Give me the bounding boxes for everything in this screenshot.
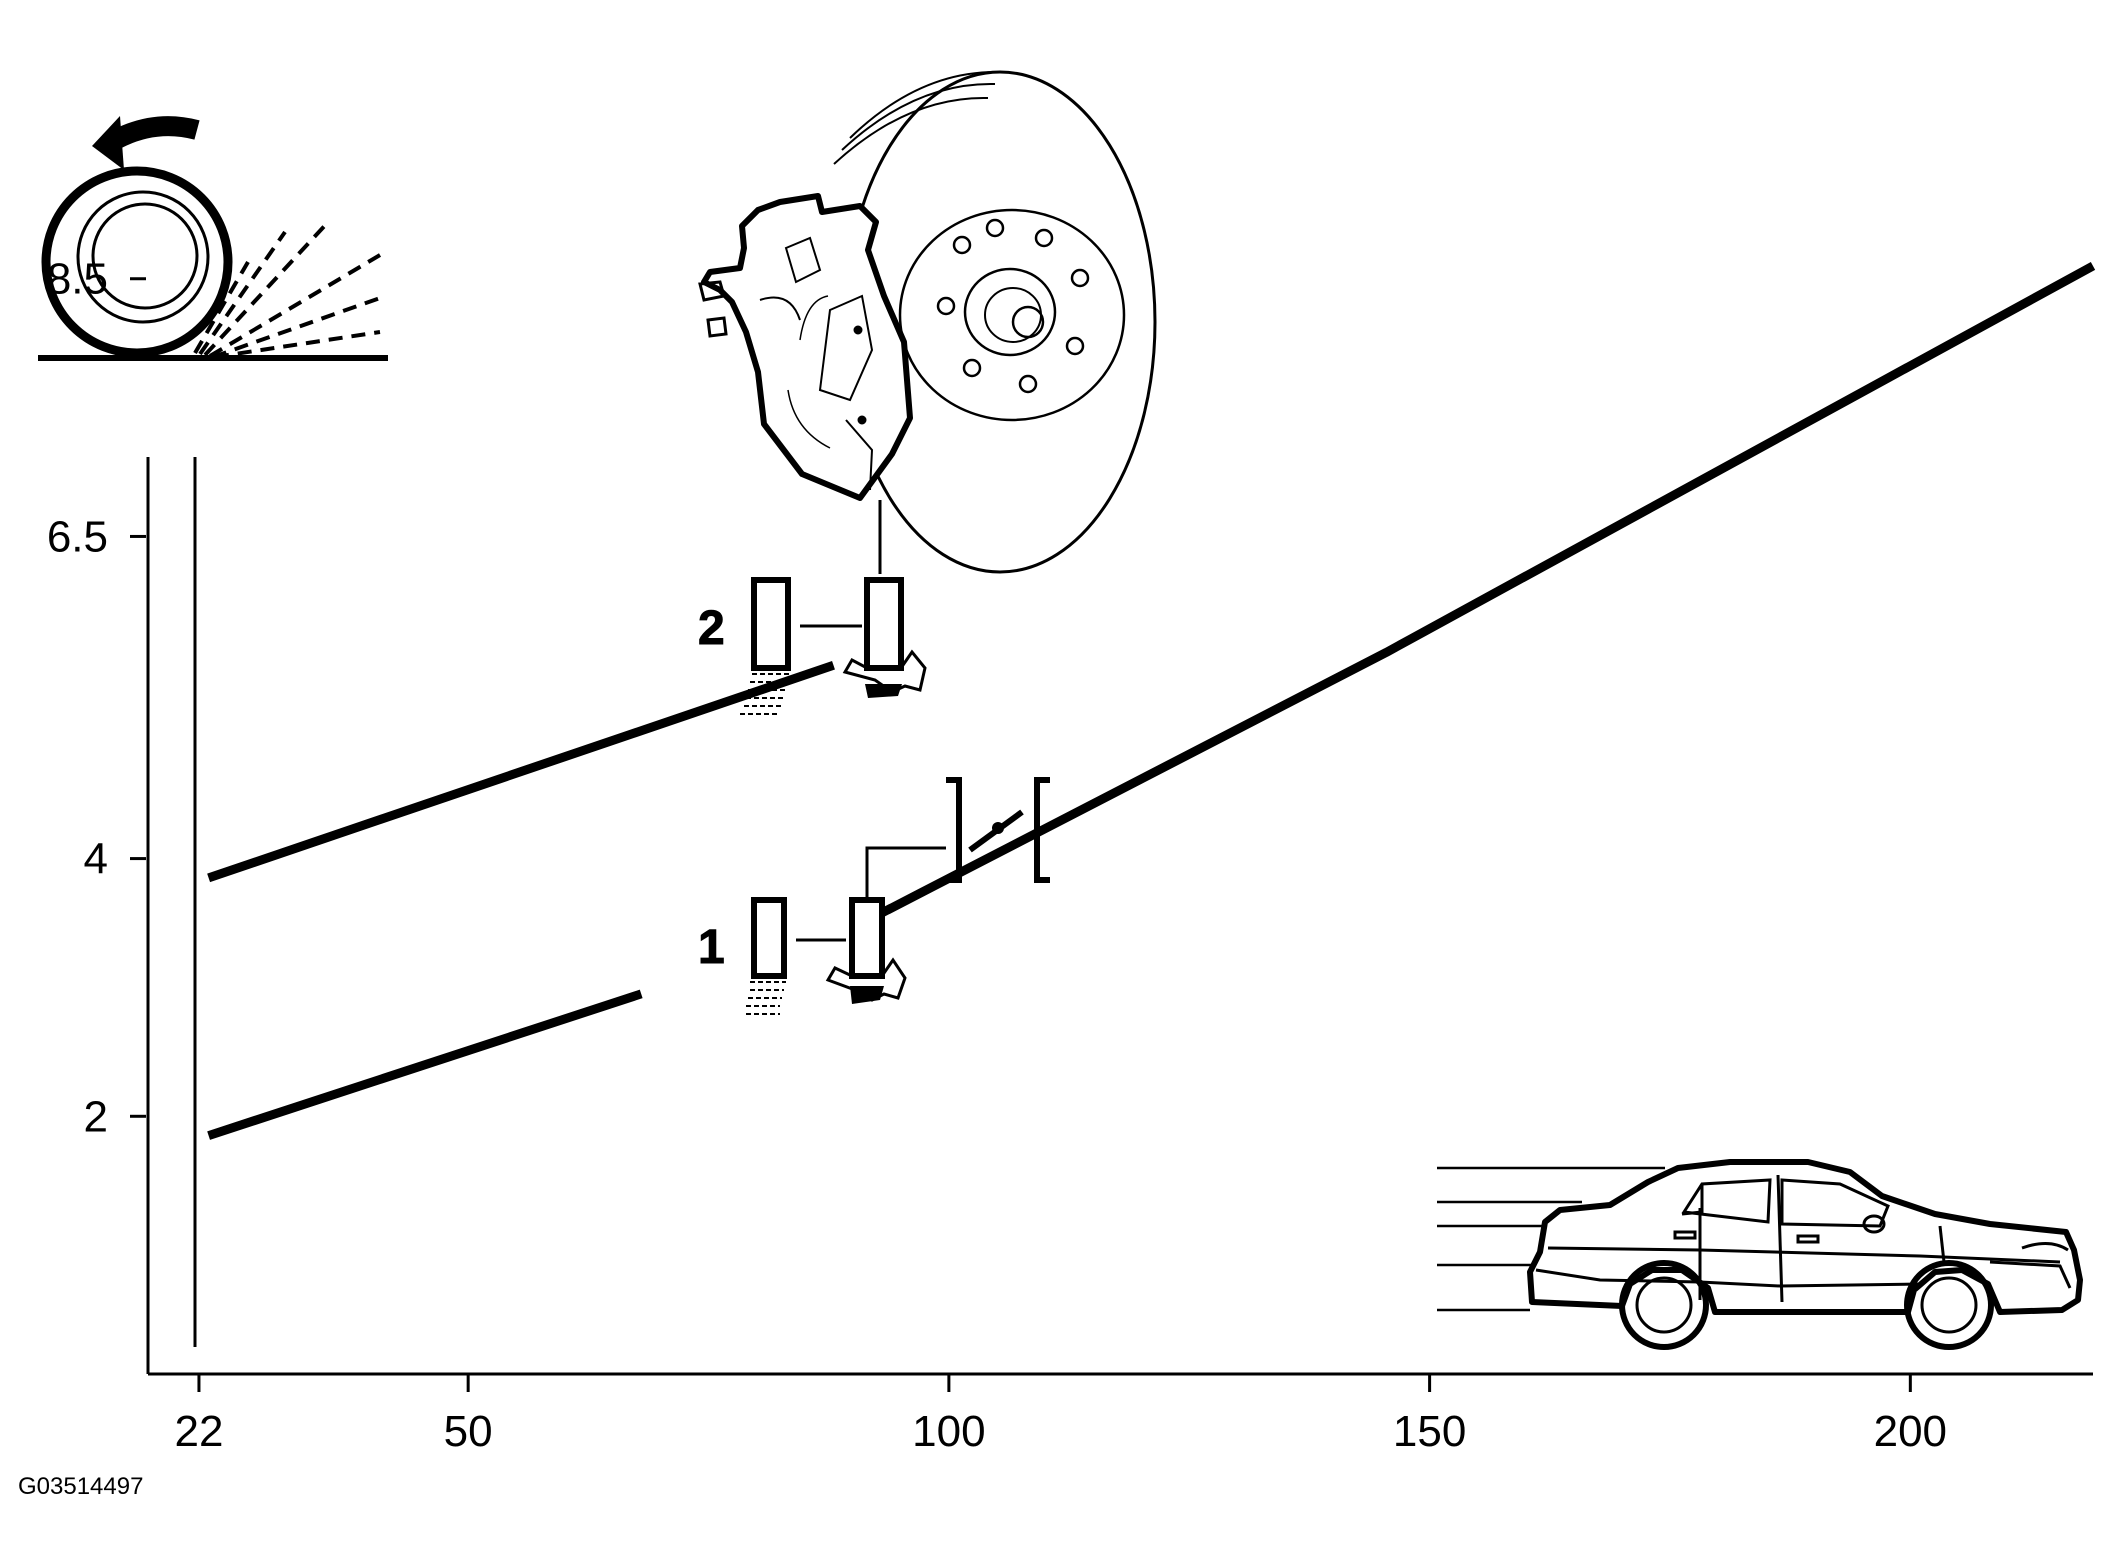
- x-tick-label-0: 22: [174, 1407, 223, 1456]
- series-line-1: [207, 989, 643, 1140]
- x-tick-label-4: 200: [1874, 1407, 1947, 1456]
- x-tick-label-3: 150: [1393, 1407, 1466, 1456]
- figure-code: G03514497: [18, 1473, 143, 1500]
- sedan-car-icon: [1437, 1159, 2083, 1350]
- y-tick-label-0: 2: [84, 1092, 108, 1141]
- chart-axes: [146, 457, 2093, 1376]
- y-tick-label-1: 4: [84, 835, 108, 884]
- spinning-wheel-spray-icon: [38, 116, 388, 361]
- x-tick-label-1: 50: [444, 1407, 493, 1456]
- callout-1: 1: [698, 921, 725, 974]
- y-tick-label-2: 6.5: [47, 512, 108, 561]
- brake-disc-caliper-icon: [698, 70, 1157, 574]
- chart-series: [207, 261, 2096, 1140]
- brake-pad-indicator-2: 2: [698, 577, 927, 715]
- callout-2: 2: [698, 602, 725, 655]
- series-line-0: [207, 661, 835, 883]
- wiper-switch-icon: [946, 777, 1050, 883]
- brake-pad-indicator-1: 1: [698, 846, 946, 1015]
- x-tick-label-2: 100: [912, 1407, 985, 1456]
